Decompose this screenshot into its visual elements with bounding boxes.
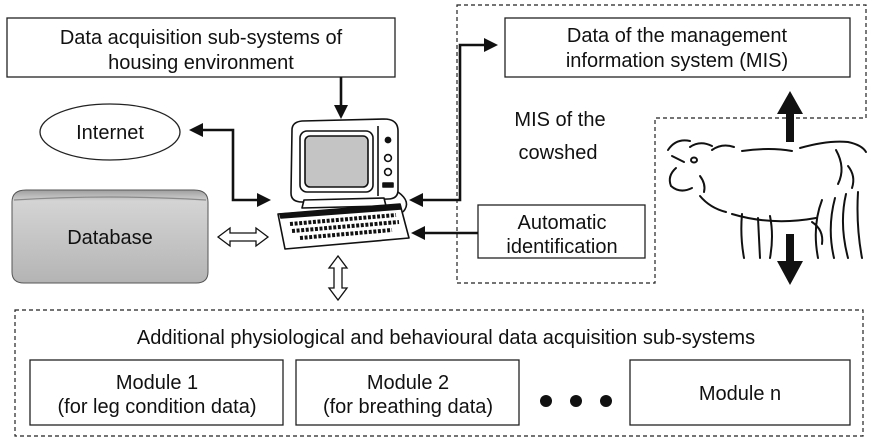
mis-data-line1: Data of the management: [567, 25, 788, 47]
module-1-box: Module 1 (for leg condition data): [29, 359, 284, 426]
mis-cowshed-region: [456, 4, 867, 284]
module-1-detail: (for leg condition data): [57, 396, 256, 418]
ellipsis-dots: [540, 395, 612, 407]
computer-icon: [277, 118, 410, 250]
cow-illustration: [667, 139, 867, 259]
module-2-detail: (for breathing data): [323, 396, 493, 418]
additional-subsystems-region: [14, 309, 864, 437]
internet-label: Internet: [76, 122, 144, 144]
mis-region-line1: MIS of the: [514, 109, 605, 131]
arrow-housing-to-computer: [334, 77, 348, 119]
module-n-name: Module n: [699, 383, 781, 405]
database-label: Database: [67, 227, 153, 249]
arrow-computer-additional: [327, 254, 349, 302]
mis-data-line2: information system (MIS): [566, 50, 788, 72]
arrow-cow-down: [777, 234, 803, 285]
arrow-database-computer: [216, 226, 270, 248]
module-2-box: Module 2 (for breathing data): [295, 359, 520, 426]
housing-box-line2: housing environment: [108, 52, 294, 74]
auto-id-line1: Automatic: [518, 212, 607, 234]
housing-environment-box: Data acquisition sub-systems of housing …: [6, 17, 396, 78]
additional-title: Additional physiological and behavioural…: [137, 327, 755, 349]
arrow-internet-computer: [189, 123, 271, 207]
module-n-box: Module n: [629, 359, 851, 426]
module-1-name: Module 1: [116, 372, 198, 394]
auto-id-line2: identification: [506, 236, 617, 258]
automatic-identification-box: Automatic identification: [477, 204, 646, 259]
housing-box-line1: Data acquisition sub-systems of: [60, 27, 343, 49]
internet-node: Internet: [39, 103, 181, 161]
mis-data-box: Data of the management information syste…: [504, 17, 851, 78]
mis-region-line2: cowshed: [519, 142, 598, 164]
module-2-name: Module 2: [367, 372, 449, 394]
arrow-computer-mis: [409, 38, 498, 207]
arrow-cow-to-mis: [777, 91, 803, 142]
database-node: Database: [11, 189, 209, 284]
arrow-autoid-to-computer: [411, 226, 478, 240]
